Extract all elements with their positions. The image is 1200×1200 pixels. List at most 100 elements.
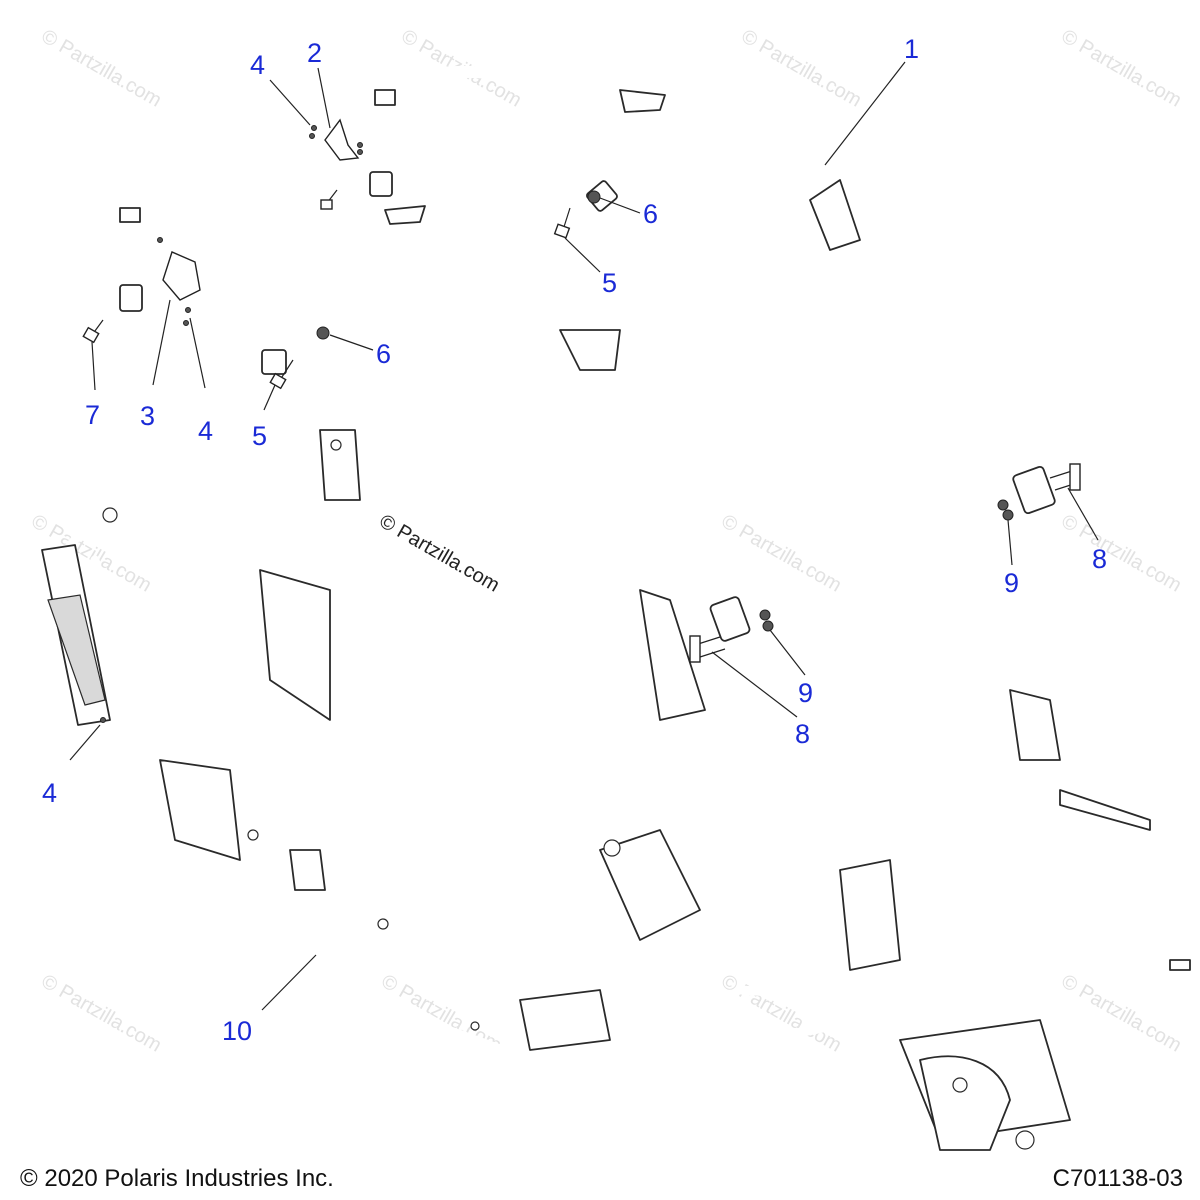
watermark: © Partzilla.com [1058, 25, 1186, 111]
callout-1: 1 [904, 34, 919, 64]
watermark: © Partzilla.com [38, 25, 166, 111]
frame-hole [470, 1021, 480, 1031]
center-watermark: © Partzilla.com [376, 510, 504, 596]
frame-tube-core [375, 735, 1005, 765]
frame-tube-core [535, 425, 585, 805]
frame-plate [159, 759, 241, 861]
callout-4-mid: 4 [198, 416, 213, 446]
cage-details [119, 89, 1056, 642]
watermark: © Partzilla.com [738, 25, 866, 111]
fastener-4 [183, 320, 189, 326]
cage-foot [709, 596, 751, 642]
leader-line-9 [769, 629, 806, 676]
watermark: © Partzilla.com [38, 970, 166, 1056]
frame-hole [1015, 1130, 1035, 1150]
roll-cage [118, 65, 1046, 626]
frame-plate [1169, 959, 1191, 971]
frame-hole [603, 839, 621, 857]
frame-plate [1059, 789, 1151, 831]
callout-2: 2 [307, 38, 322, 68]
callout-7: 7 [85, 400, 100, 430]
cage-gusset [384, 205, 426, 225]
copyright-text: © 2020 Polaris Industries Inc. [20, 1165, 334, 1192]
frame-plate [839, 859, 901, 971]
fastener-4 [185, 307, 191, 313]
frame-plate [599, 829, 701, 941]
cage-foot [369, 171, 393, 197]
nut-9 [759, 609, 771, 621]
cage-tube-core [514, 94, 626, 306]
leader-line-3 [152, 299, 171, 386]
callout-8-right: 8 [1092, 544, 1107, 574]
frame-tube [239, 839, 881, 1098]
watermark: © Partzilla.com [1058, 510, 1186, 596]
leader-line-5 [564, 237, 601, 273]
leader-line-7 [91, 341, 96, 391]
frame-tube-core [295, 915, 645, 1085]
leader-line-4 [269, 79, 311, 126]
frame-tube-core [725, 795, 1065, 885]
watermark: © Partzilla.com [718, 510, 846, 596]
cage-foot [119, 284, 143, 312]
frame-plate [1009, 689, 1061, 761]
cage-foot [261, 349, 287, 375]
leader-line-9 [1007, 519, 1013, 566]
leader-line-8 [711, 651, 798, 718]
frame-plates [41, 429, 1191, 1151]
frame-tube-core [55, 486, 345, 565]
leader-line-1 [824, 61, 906, 166]
leader-line-6 [599, 197, 641, 214]
cage-foot [1012, 465, 1056, 515]
fastener-4 [157, 237, 163, 243]
callout-5-upper: 5 [602, 268, 617, 298]
leader-line-4 [69, 724, 101, 761]
cage-gusset [374, 89, 396, 106]
callout-8-left: 8 [795, 719, 810, 749]
frame-tube-core [325, 575, 565, 695]
bolt-8 [1049, 463, 1081, 491]
frame-hole [952, 1077, 968, 1093]
frame-hole [377, 918, 389, 930]
leader-line-2 [317, 67, 331, 129]
cage-tube-core [574, 234, 886, 346]
cage-tube-core [354, 224, 736, 626]
callout-4-bottom: 4 [42, 778, 57, 808]
cage-tube-core [374, 74, 426, 176]
frame-tube-core [245, 635, 625, 805]
fastener-4 [357, 149, 363, 155]
leader-line-8 [1067, 487, 1099, 541]
nut-9 [997, 499, 1009, 511]
cage-gusset [809, 179, 861, 251]
watermark: © Partzilla.com [718, 970, 846, 1056]
cage-tube-core [494, 224, 836, 306]
callout-5-lower: 5 [252, 421, 267, 451]
cage-tube-core [624, 174, 906, 226]
cage-tube-core [654, 99, 716, 156]
frame-tube-core [235, 835, 885, 1101]
nut-9 [1002, 509, 1014, 521]
frame-plate [519, 989, 611, 1051]
cage-tube-core [264, 219, 566, 356]
bolt-5 [553, 207, 571, 239]
callout-6-upper: 6 [643, 199, 658, 229]
frame-tube-core [955, 715, 1005, 945]
watermark-layer: © Partzilla.com © Partzilla.com © Partzi… [28, 25, 1186, 1056]
cage-tube-core [594, 144, 696, 176]
frame-tube-core [595, 405, 685, 795]
nut-6 [587, 190, 601, 204]
frame-tube-core [225, 364, 615, 485]
bolt-7 [82, 319, 104, 344]
fastener-4 [357, 142, 363, 148]
fastener-4 [309, 133, 315, 139]
frame-hole [330, 439, 342, 451]
watermark: © Partzilla.com [1058, 970, 1186, 1056]
leader-line-6 [329, 334, 374, 351]
callout-6-lower: 6 [376, 339, 391, 369]
frame-holes [102, 439, 1035, 1150]
callout-4-top: 4 [250, 50, 265, 80]
frame-tube-core [615, 755, 1055, 835]
fastener-4 [100, 717, 106, 723]
callout-10: 10 [222, 1016, 252, 1046]
cage-gusset [119, 207, 141, 223]
